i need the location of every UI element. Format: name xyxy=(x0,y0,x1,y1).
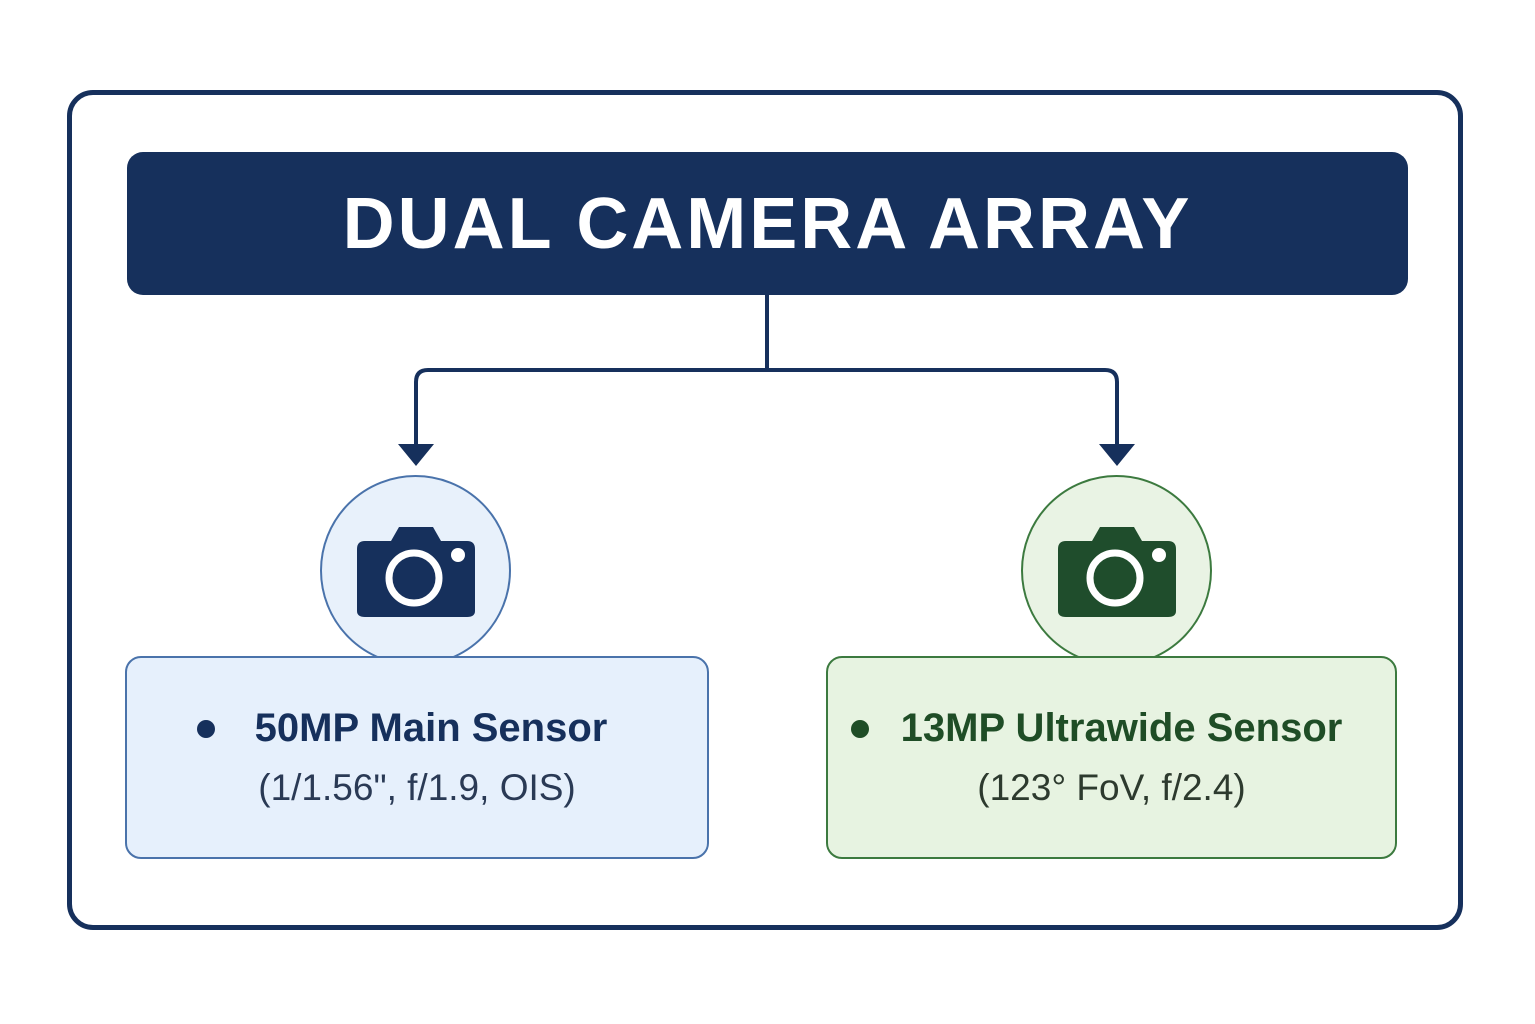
camera-icon xyxy=(356,526,475,617)
main-sensor-title: 50MP Main Sensor xyxy=(254,706,608,750)
main-sensor-card: 50MP Main Sensor (1/1.56", f/1.9, OIS) xyxy=(125,656,709,859)
diagram-title: DUAL CAMERA ARRAY xyxy=(342,183,1193,264)
arrow-head-main xyxy=(398,444,434,466)
title-banner: DUAL CAMERA ARRAY xyxy=(127,152,1408,295)
ultrawide-sensor-specs: (123° FoV, f/2.4) xyxy=(977,767,1246,808)
ultrawide-camera-badge xyxy=(1021,475,1212,666)
branch-line xyxy=(414,368,1119,445)
bullet-icon xyxy=(196,719,215,738)
arrow-head-wide xyxy=(1099,444,1135,466)
camera-icon xyxy=(1057,526,1176,617)
bullet-icon xyxy=(850,719,869,738)
main-sensor-specs: (1/1.56", f/1.9, OIS) xyxy=(258,767,576,808)
ultrawide-sensor-title: 13MP Ultrawide Sensor xyxy=(900,706,1343,750)
ultrawide-sensor-card: 13MP Ultrawide Sensor (123° FoV, f/2.4) xyxy=(826,656,1397,859)
main-sensor-heading: 50MP Main Sensor xyxy=(196,706,608,751)
ultrawide-sensor-heading: 13MP Ultrawide Sensor xyxy=(850,706,1343,751)
main-camera-badge xyxy=(320,475,511,666)
